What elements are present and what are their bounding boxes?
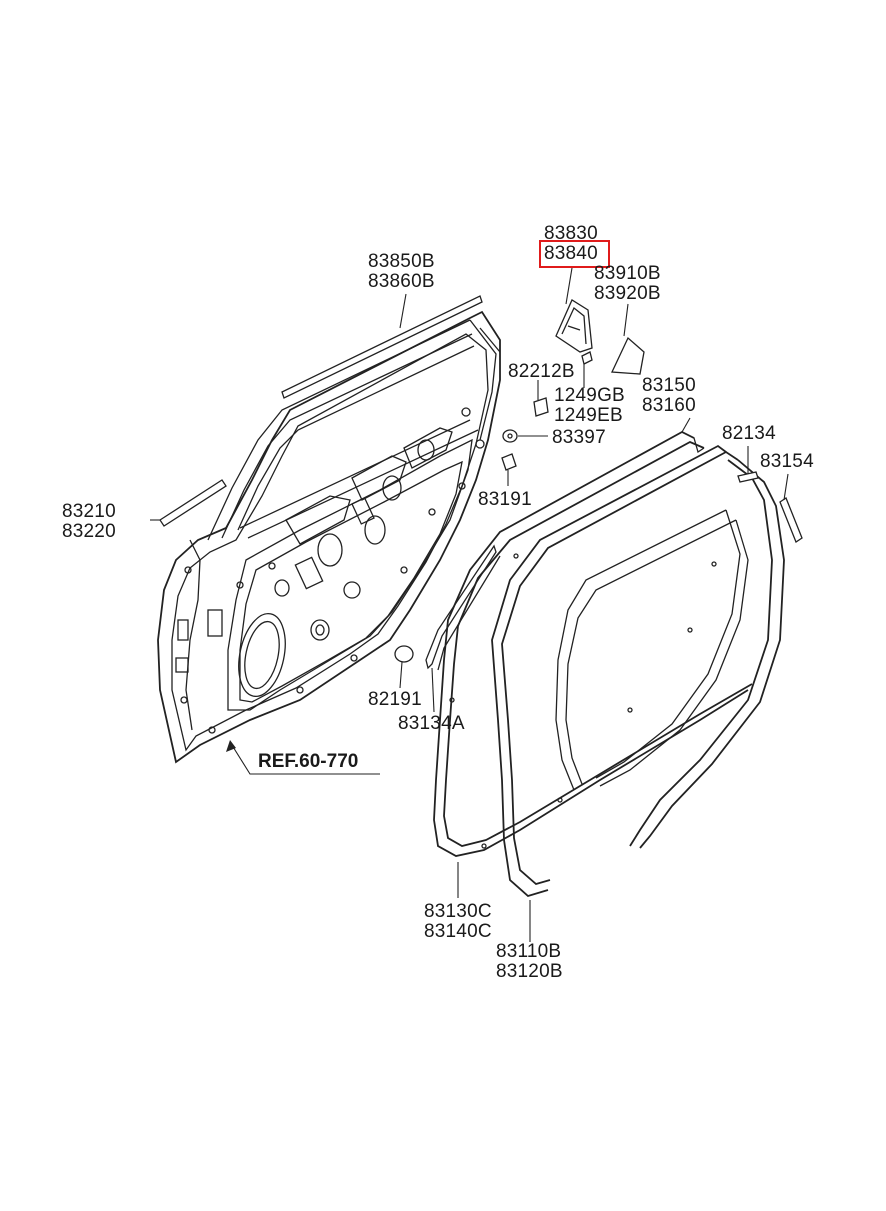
label-83160[interactable]: 83160 xyxy=(642,395,696,416)
label-83840[interactable]: 83840 xyxy=(544,243,598,264)
label-82191[interactable]: 82191 xyxy=(368,689,422,710)
delta-garnish-83840 xyxy=(555,299,593,353)
label-1249EB[interactable]: 1249EB xyxy=(554,405,623,426)
rear-door-panel xyxy=(157,295,501,764)
label-83830[interactable]: 83830 xyxy=(544,223,598,244)
label-83397[interactable]: 83397 xyxy=(552,427,606,448)
label-83130C[interactable]: 83130C xyxy=(424,901,492,922)
label-83110B[interactable]: 83110B xyxy=(496,941,562,962)
label-83120B[interactable]: 83120B xyxy=(496,961,563,982)
label-83210[interactable]: 83210 xyxy=(62,501,116,522)
label-83850B[interactable]: 83850B xyxy=(368,251,435,272)
label-82212B[interactable]: 82212B xyxy=(508,361,575,382)
label-1249GB[interactable]: 1249GB xyxy=(554,385,625,406)
label-83134A[interactable]: 83134A xyxy=(398,713,465,734)
small-parts xyxy=(394,299,645,663)
label-83140C[interactable]: 83140C xyxy=(424,921,492,942)
door-weatherstrips xyxy=(425,430,803,898)
label-83191[interactable]: 83191 xyxy=(478,489,532,510)
label-83150[interactable]: 83150 xyxy=(642,375,696,396)
label-83920B[interactable]: 83920B xyxy=(594,283,661,304)
label-83220[interactable]: 83220 xyxy=(62,521,116,542)
leader-lines xyxy=(150,267,789,942)
label-83910B[interactable]: 83910B xyxy=(594,263,661,284)
label-82134[interactable]: 82134 xyxy=(722,423,776,444)
label-83860B[interactable]: 83860B xyxy=(368,271,435,292)
label-83154[interactable]: 83154 xyxy=(760,451,814,472)
ref-label[interactable]: REF.60-770 xyxy=(258,751,359,772)
